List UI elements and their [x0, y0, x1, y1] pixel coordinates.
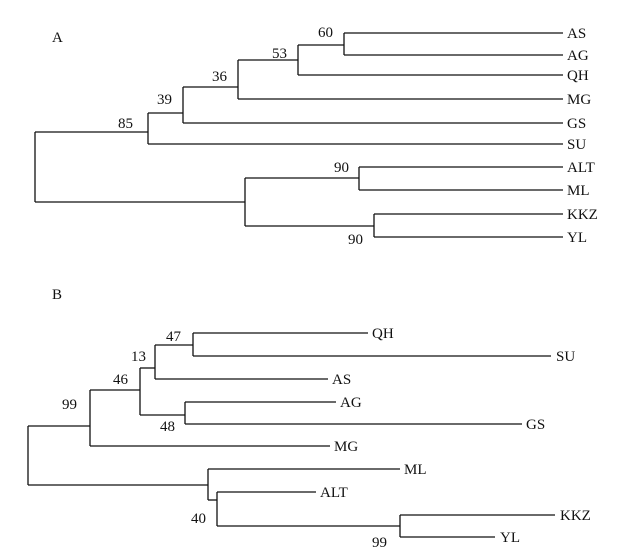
taxon-label: SU: [567, 137, 586, 153]
taxon-label: YL: [567, 230, 587, 246]
bootstrap-value: 90: [334, 160, 349, 176]
taxon-label: MG: [567, 92, 591, 108]
tree-panel-b: B QH SU AS AG GS MG: [27, 287, 591, 551]
taxon-label: GS: [567, 116, 586, 132]
bootstrap-value: 90: [348, 232, 363, 248]
bootstrap-value: 39: [157, 92, 172, 108]
taxon-label: AG: [567, 48, 589, 64]
bootstrap-value: 47: [166, 329, 182, 345]
taxon-label: QH: [567, 68, 589, 84]
panel-b-label: B: [52, 287, 62, 303]
taxon-label: AS: [332, 372, 351, 388]
bootstrap-value: 99: [372, 535, 387, 551]
bootstrap-value: 36: [212, 69, 228, 85]
bootstrap-value: 48: [160, 419, 175, 435]
taxon-label: ML: [404, 462, 427, 478]
bootstrap-value: 85: [118, 116, 133, 132]
tree-panel-a: A AS AG QH MG GS SU: [34, 25, 598, 248]
bootstrap-value: 99: [62, 397, 77, 413]
bootstrap-value: 60: [318, 25, 333, 41]
taxon-label: AS: [567, 26, 586, 42]
taxon-label: AG: [340, 395, 362, 411]
taxon-label: ALT: [567, 160, 595, 176]
taxon-label: SU: [556, 349, 575, 365]
bootstrap-value: 40: [191, 511, 206, 527]
taxon-label: MG: [334, 439, 358, 455]
taxon-label: QH: [372, 326, 394, 342]
taxon-label: ML: [567, 183, 590, 199]
taxon-label: GS: [526, 417, 545, 433]
bootstrap-value: 53: [272, 46, 287, 62]
panel-a-label: A: [52, 30, 63, 46]
bootstrap-value: 46: [113, 372, 129, 388]
taxon-label: YL: [500, 530, 520, 546]
taxon-label: KKZ: [567, 207, 598, 223]
bootstrap-value: 13: [131, 349, 146, 365]
taxon-label: KKZ: [560, 508, 591, 524]
taxon-label: ALT: [320, 485, 348, 501]
